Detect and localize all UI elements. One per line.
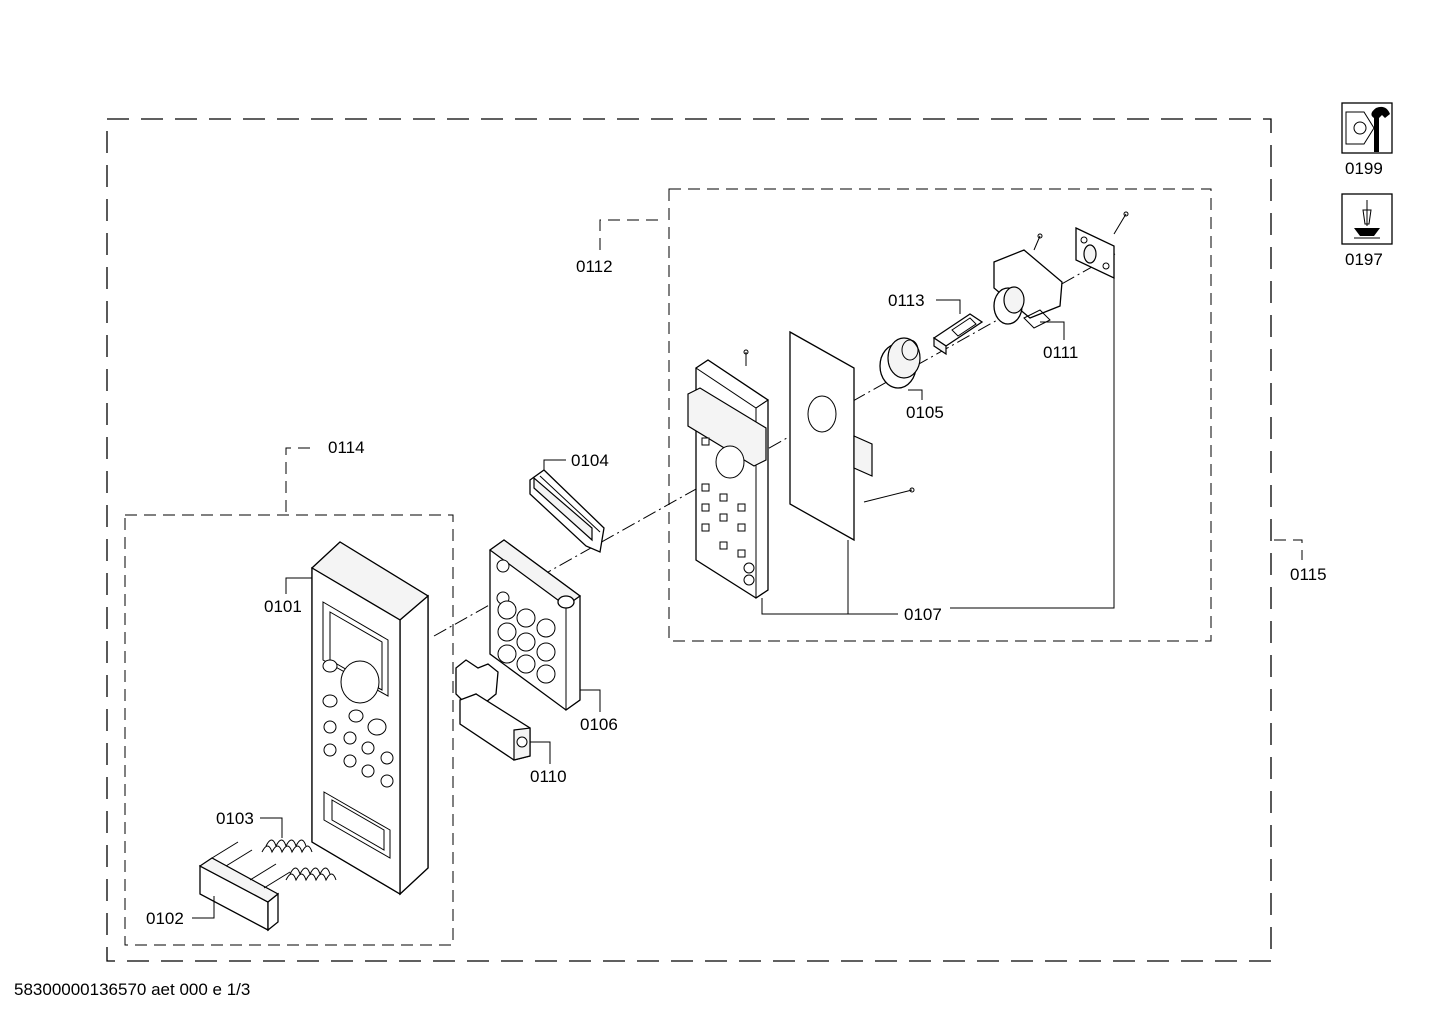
label-0101: 0101 <box>264 597 302 616</box>
label-0113: 0113 <box>888 291 925 310</box>
label-0107: 0107 <box>904 605 942 624</box>
label-0114: 0114 <box>328 438 365 457</box>
legend-label-0199: 0199 <box>1345 159 1383 178</box>
control-knob <box>879 337 921 389</box>
legend-label-0197: 0197 <box>1345 250 1383 269</box>
springs <box>261 839 337 882</box>
leader-lines <box>192 219 1303 919</box>
label-0105: 0105 <box>906 403 944 422</box>
nut-and-wrench-icon <box>1341 102 1393 154</box>
control-circuit-board <box>687 349 769 599</box>
label-0111: 0111 <box>1043 343 1078 362</box>
door-release-button <box>198 841 291 932</box>
label-0106: 0106 <box>580 715 618 734</box>
assembly-boundary-0115 <box>106 118 1272 962</box>
door-switch-lever <box>455 659 531 761</box>
mounting-plate <box>1075 211 1129 280</box>
knob-coupling <box>932 313 984 356</box>
label-0110: 0110 <box>530 767 567 786</box>
drawing-footer-code: 58300000136570 aet 000 e 1/3 <box>14 980 251 999</box>
label-0112: 0112 <box>576 257 613 276</box>
label-0103: 0103 <box>216 809 254 828</box>
subassembly-boundary-0112 <box>668 188 1212 642</box>
encoder-bracket <box>993 233 1063 329</box>
label-0115: 0115 <box>1290 565 1327 584</box>
screw-icon <box>1341 193 1393 245</box>
display-module <box>529 469 605 553</box>
shield-plate <box>789 330 915 542</box>
keypad-mat <box>488 539 582 711</box>
front-panel-frame <box>311 541 430 896</box>
label-0102: 0102 <box>146 909 184 928</box>
label-0104: 0104 <box>571 451 609 470</box>
subassembly-boundary-0114 <box>124 514 454 946</box>
